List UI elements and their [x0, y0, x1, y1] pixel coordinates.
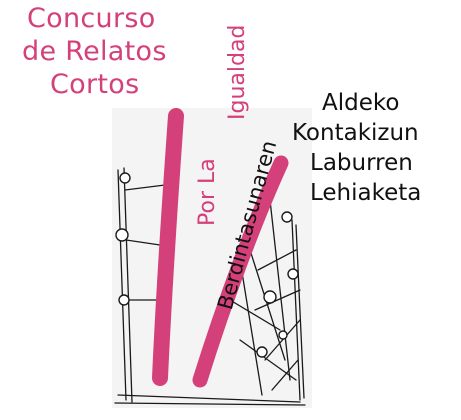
- basque-title-line-3: Laburren: [310, 150, 413, 176]
- basque-title-line-2: Kontakizun: [292, 120, 419, 146]
- spanish-title-line-3: Cortos: [50, 69, 140, 100]
- basque-title-line-4: Lehiaketa: [310, 180, 422, 206]
- basque-title-line-1: Aldeko: [322, 90, 400, 116]
- pink-stroke-right: [192, 155, 289, 388]
- sketch-figures: [115, 172, 299, 358]
- sketch-lines: [114, 167, 306, 406]
- pink-stroke-left: [152, 108, 184, 386]
- spanish-tagline-part-1: Por La: [195, 158, 220, 226]
- spanish-title-line-2: de Relatos: [22, 36, 167, 67]
- spanish-title-line-1: Concurso: [27, 3, 156, 34]
- spanish-tagline-part-2: Igualdad: [225, 24, 250, 120]
